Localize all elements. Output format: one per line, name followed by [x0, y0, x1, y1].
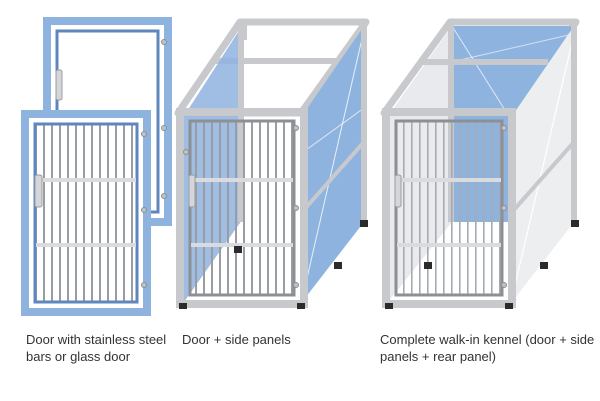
- caption-door-side-panels: Door + side panels: [182, 332, 291, 347]
- caption-walk-in-kennel: Complete walk-in kennel (door + side pan…: [380, 332, 595, 364]
- caption-door-options: Door with stainless steel bars or glass …: [26, 332, 167, 364]
- walk-in-kennel-icon: [380, 18, 580, 309]
- door-side-panels-kennel-icon: [174, 18, 370, 309]
- bar-door-icon: [21, 110, 151, 316]
